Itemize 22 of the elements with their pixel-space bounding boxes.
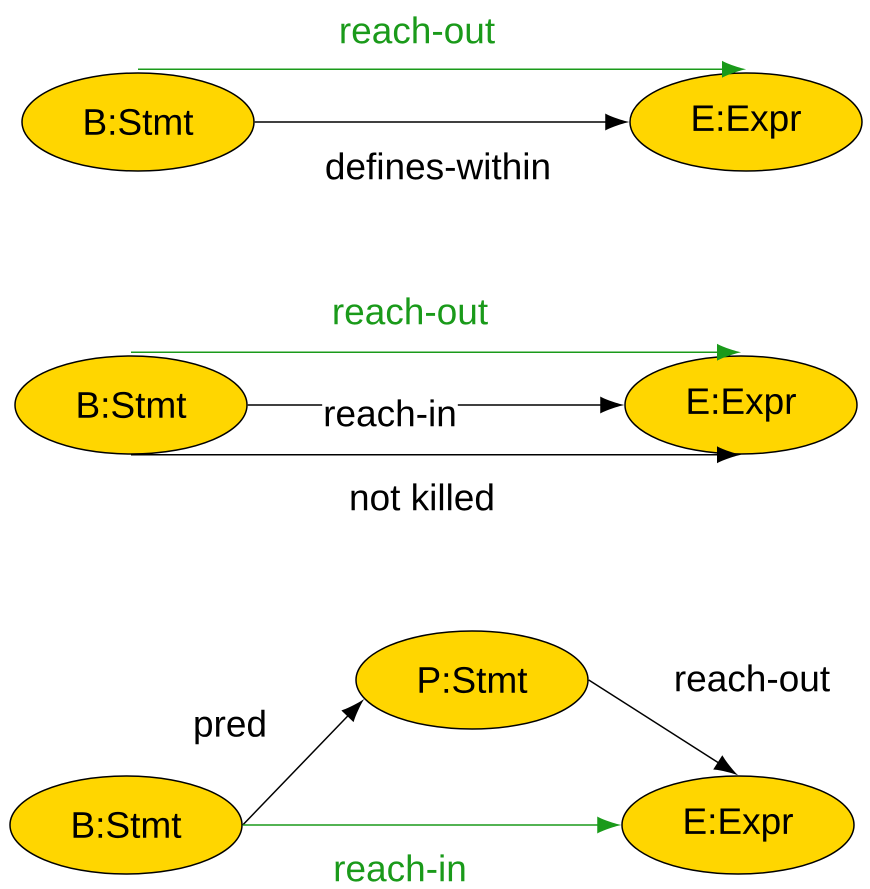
edge-label: reach-out [672,663,832,693]
edge-label: not killed [348,482,496,512]
arrow [254,114,627,130]
edge-label: reach-out [330,296,490,326]
ellipse-node: P:Stmt [355,630,589,730]
ellipse-node: B:Stmt [14,355,248,455]
ellipse-node: E:Expr [624,355,858,455]
edge-label: reach-out [338,15,496,45]
arrow [588,679,736,774]
arrow [138,61,744,78]
ellipse-node: E:Expr [629,72,863,172]
edge-label: defines-within [324,151,552,181]
arrow [131,344,738,360]
arrow [242,817,619,833]
edge-label: reach-in [332,853,468,883]
arrow [242,700,363,826]
arrow [131,446,738,463]
ellipse-node: B:Stmt [9,775,243,875]
ellipse-node: E:Expr [621,775,855,875]
ellipse-node: B:Stmt [21,72,255,172]
edge-label: reach-in [322,398,458,428]
edge-label: pred [192,708,268,746]
